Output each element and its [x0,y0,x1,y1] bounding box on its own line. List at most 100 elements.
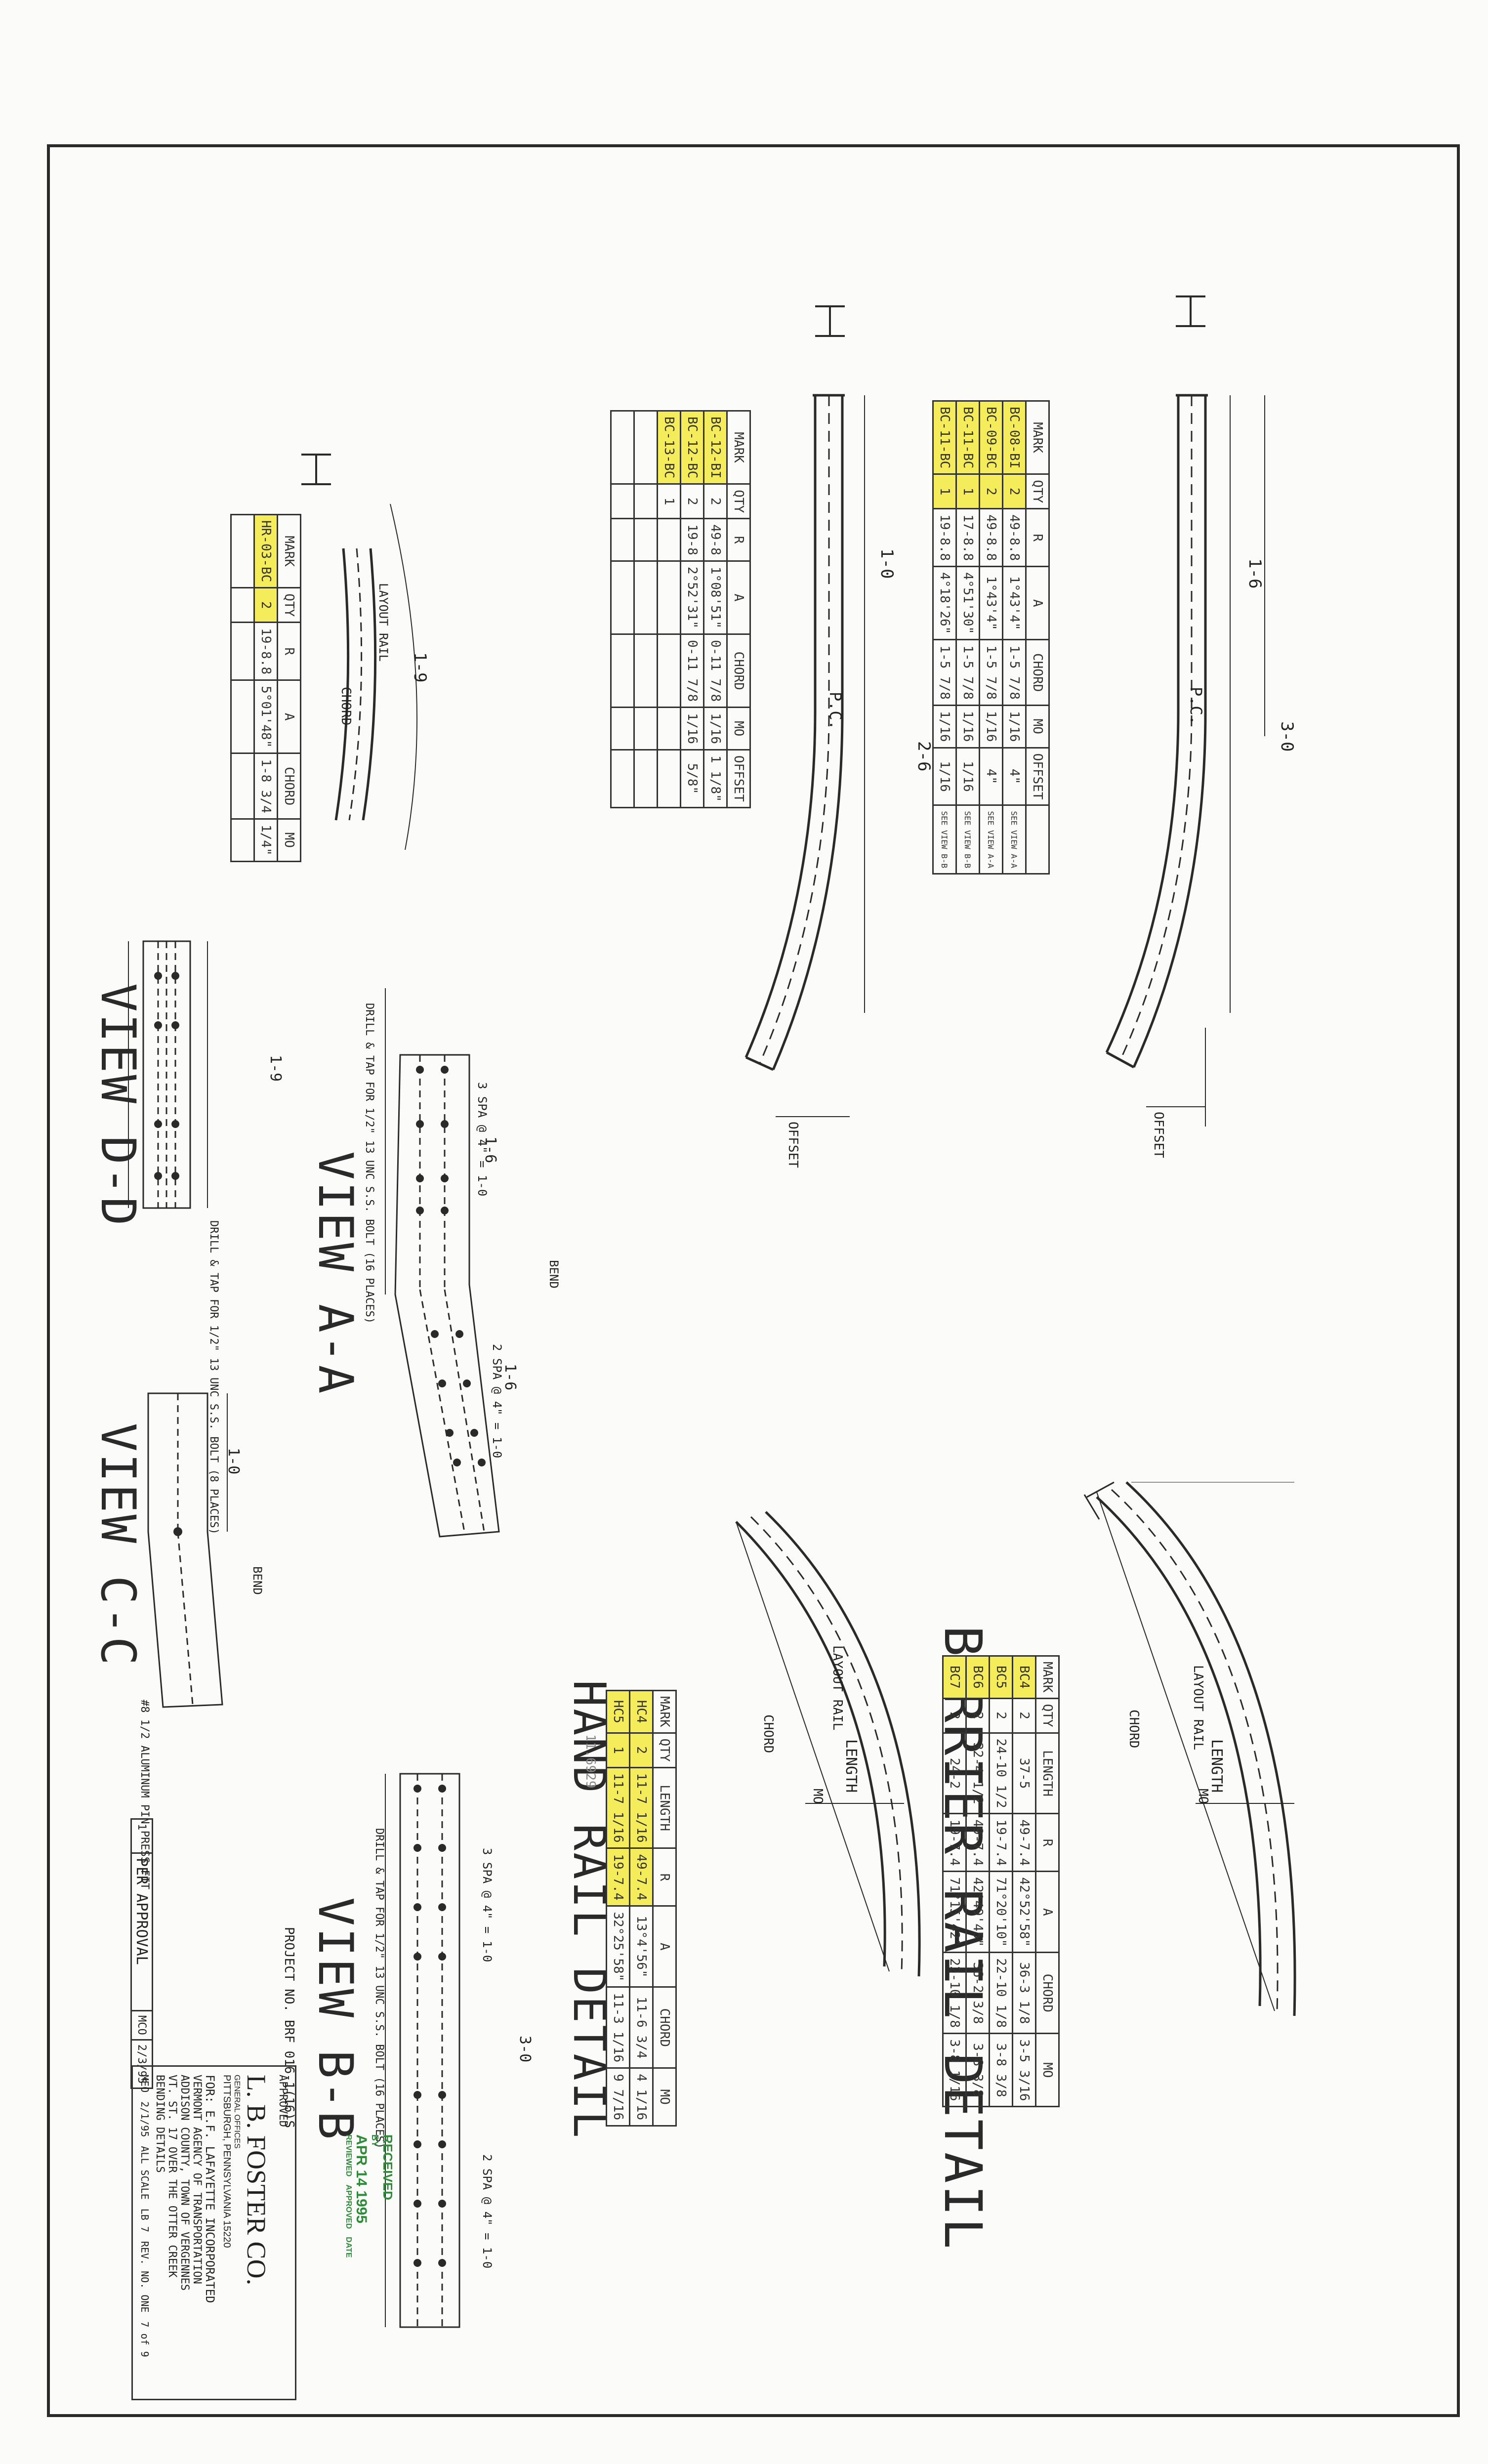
col-r: R [727,518,750,561]
cell: 11-7 1/16 [606,1767,630,1848]
cell: HR-03-BC [254,514,278,588]
col-mo: MO [727,707,750,750]
cell: 1/16 [956,748,980,805]
revision-table: 1 PER APPROVAL MCO 2/3/95 [130,1818,153,2089]
cell: 1°08'51" [703,561,727,634]
table-row: HC4 2 11-7 1/16 49-7.4 13°4'56" 11-6 3/4… [629,1690,653,2126]
dim-1-0-c: 1-0 [877,548,897,579]
cell: 0-11 7/8 [703,634,727,708]
stamp-by: BY [370,2134,380,2147]
cell: SEE VIEW B-B [956,805,980,874]
cell: BC-12-BC [680,411,704,484]
view-a-a-label: VIEW A-A [308,1151,363,1396]
dim-mo-hand: MO [810,1789,825,1804]
cell [657,518,681,561]
schedule-hand-curve: MARK QTY LENGTH R A CHORD MO HC4 2 11-7 … [606,1690,677,2127]
cell: 24-10 1/2 [989,1733,1013,1814]
cell: 4°18'26" [933,566,956,640]
table-row: BC-08-BI 2 49-8.8 1°43'4" 1-5 7/8 1/16 4… [1002,401,1026,874]
cell: 2 [680,484,704,519]
cell: 1/16 [979,705,1003,748]
col-r: R [1035,1813,1059,1872]
col-qty: QTY [1035,1698,1059,1733]
cell: BC7 [943,1656,966,1699]
col-r: R [277,622,301,680]
schedule-barrier-curve: MARK QTY LENGTH R A CHORD MO BC4 2 37-5 … [942,1655,1060,2107]
col-r: R [653,1848,676,1906]
layout-rail-hand: LAYOUT RAIL [830,1645,845,1731]
cell: BC-12-BI [703,411,727,484]
cell: 32°25'58" [606,1906,630,1987]
cell: 2 [1012,1698,1036,1733]
schedule-table: MARK QTY R A CHORD MO OFFSET BC-12-BI 2 … [610,410,751,808]
cell: 49-8.8 [1002,508,1026,567]
cell: BC6 [966,1656,990,1699]
dim-1-6-aa2: 1-6 [501,1364,519,1391]
stamp-approved: APPROVED [344,2184,353,2229]
view-d-d-label: VIEW D-D [90,983,146,1228]
drawing-number: LB 7 [139,2208,151,2232]
cell: 71°20'10" [989,1871,1013,1953]
cell: 1 [657,484,681,519]
table-row [231,514,254,862]
cell: 24-2 [943,1733,966,1814]
cell: 5/8" [680,750,704,808]
dim-1-9-d: 1-9 [410,652,430,683]
dim-mo-barrier: MO [1196,1789,1210,1804]
cell [657,561,681,634]
cell: BC5 [989,1656,1013,1699]
cell: 1 [606,1733,630,1768]
dim-2-6-c: 2-6 [914,741,934,772]
col-a: A [1026,566,1049,640]
table-row: BC-11-BC 1 17-8.8 4°51'30" 1-5 7/8 1/16 … [956,401,980,874]
pencil-note: 11.6929 [583,1734,598,1789]
dim-length-barrier: LENGTH [1208,1739,1225,1793]
dim-spacing-bb2: 2 SPA @ 4" = 1-0 [480,2154,494,2269]
view-a-a-sketch [385,988,500,1538]
cell: 19-8.8 [254,622,278,680]
schedule-table: MARK QTY R A CHORD MO OFFSET BC-08-BI 2 … [932,400,1050,875]
cell: 22-10 1/8 [943,1952,966,2034]
table-row [634,411,658,808]
dim-spacing-aa2: 2 SPA @ 4" = 1-0 [490,1344,504,1459]
cell: 32-4 1/2 [966,1733,990,1814]
cell: HC5 [606,1690,630,1733]
cell: 4 1/16 [629,2068,653,2126]
job-number: ALL SCALE [139,2146,151,2200]
cell: 11-6 3/4 [629,1987,653,2068]
drawing-border [47,144,1460,2417]
col-mark: MARK [277,514,301,588]
view-c-c-sketch [147,1392,228,1708]
for-line: FOR: E.F. LAFAYETTE INCORPORATED [203,2075,217,2303]
dim-offset-c: OFFSET [785,1122,800,1168]
cell: 1/16 [933,705,956,748]
barrier-rail-curve [1083,1481,1296,2016]
cell: 1-5 7/8 [956,639,980,706]
stamp-received: RECEIVED [380,2134,395,2200]
table-row: BC-12-BC 2 19-8 2°52'31" 0-11 7/8 1/16 5… [680,411,704,808]
cell: HC4 [629,1690,653,1733]
company-name: L. B. FOSTER CO. [242,2075,271,2286]
cell: 2 [943,1698,966,1733]
stamp-date-label: DATE [344,2237,353,2258]
cell: 11-3 1/16 [606,1987,630,2068]
cell: 9 7/16 [606,2068,630,2126]
cell [657,750,681,808]
bend-label-aa: BEND [547,1260,561,1289]
cell: 4°51'30" [956,566,980,640]
cell: 13°4'56" [629,1906,653,1987]
cell: BC4 [1012,1656,1036,1699]
cell: BC-11-BC [933,401,956,474]
col-a: A [653,1906,676,1987]
cell [657,707,681,750]
company-city: PITTSBURGH, PENNSYLVANIA 15220 [221,2075,232,2248]
cell: 49-7.4 [1012,1813,1036,1872]
col-mo: MO [653,2068,676,2126]
title-block: APPROVED L. B. FOSTER CO. GENERAL OFFICE… [131,2065,296,2401]
col-mark: MARK [1026,401,1049,474]
cell: 3-5 3/16 [1012,2033,1036,2107]
dim-length-hand: LENGTH [842,1739,860,1793]
cell: 4" [1002,748,1026,805]
col-chord: CHORD [1026,639,1049,706]
